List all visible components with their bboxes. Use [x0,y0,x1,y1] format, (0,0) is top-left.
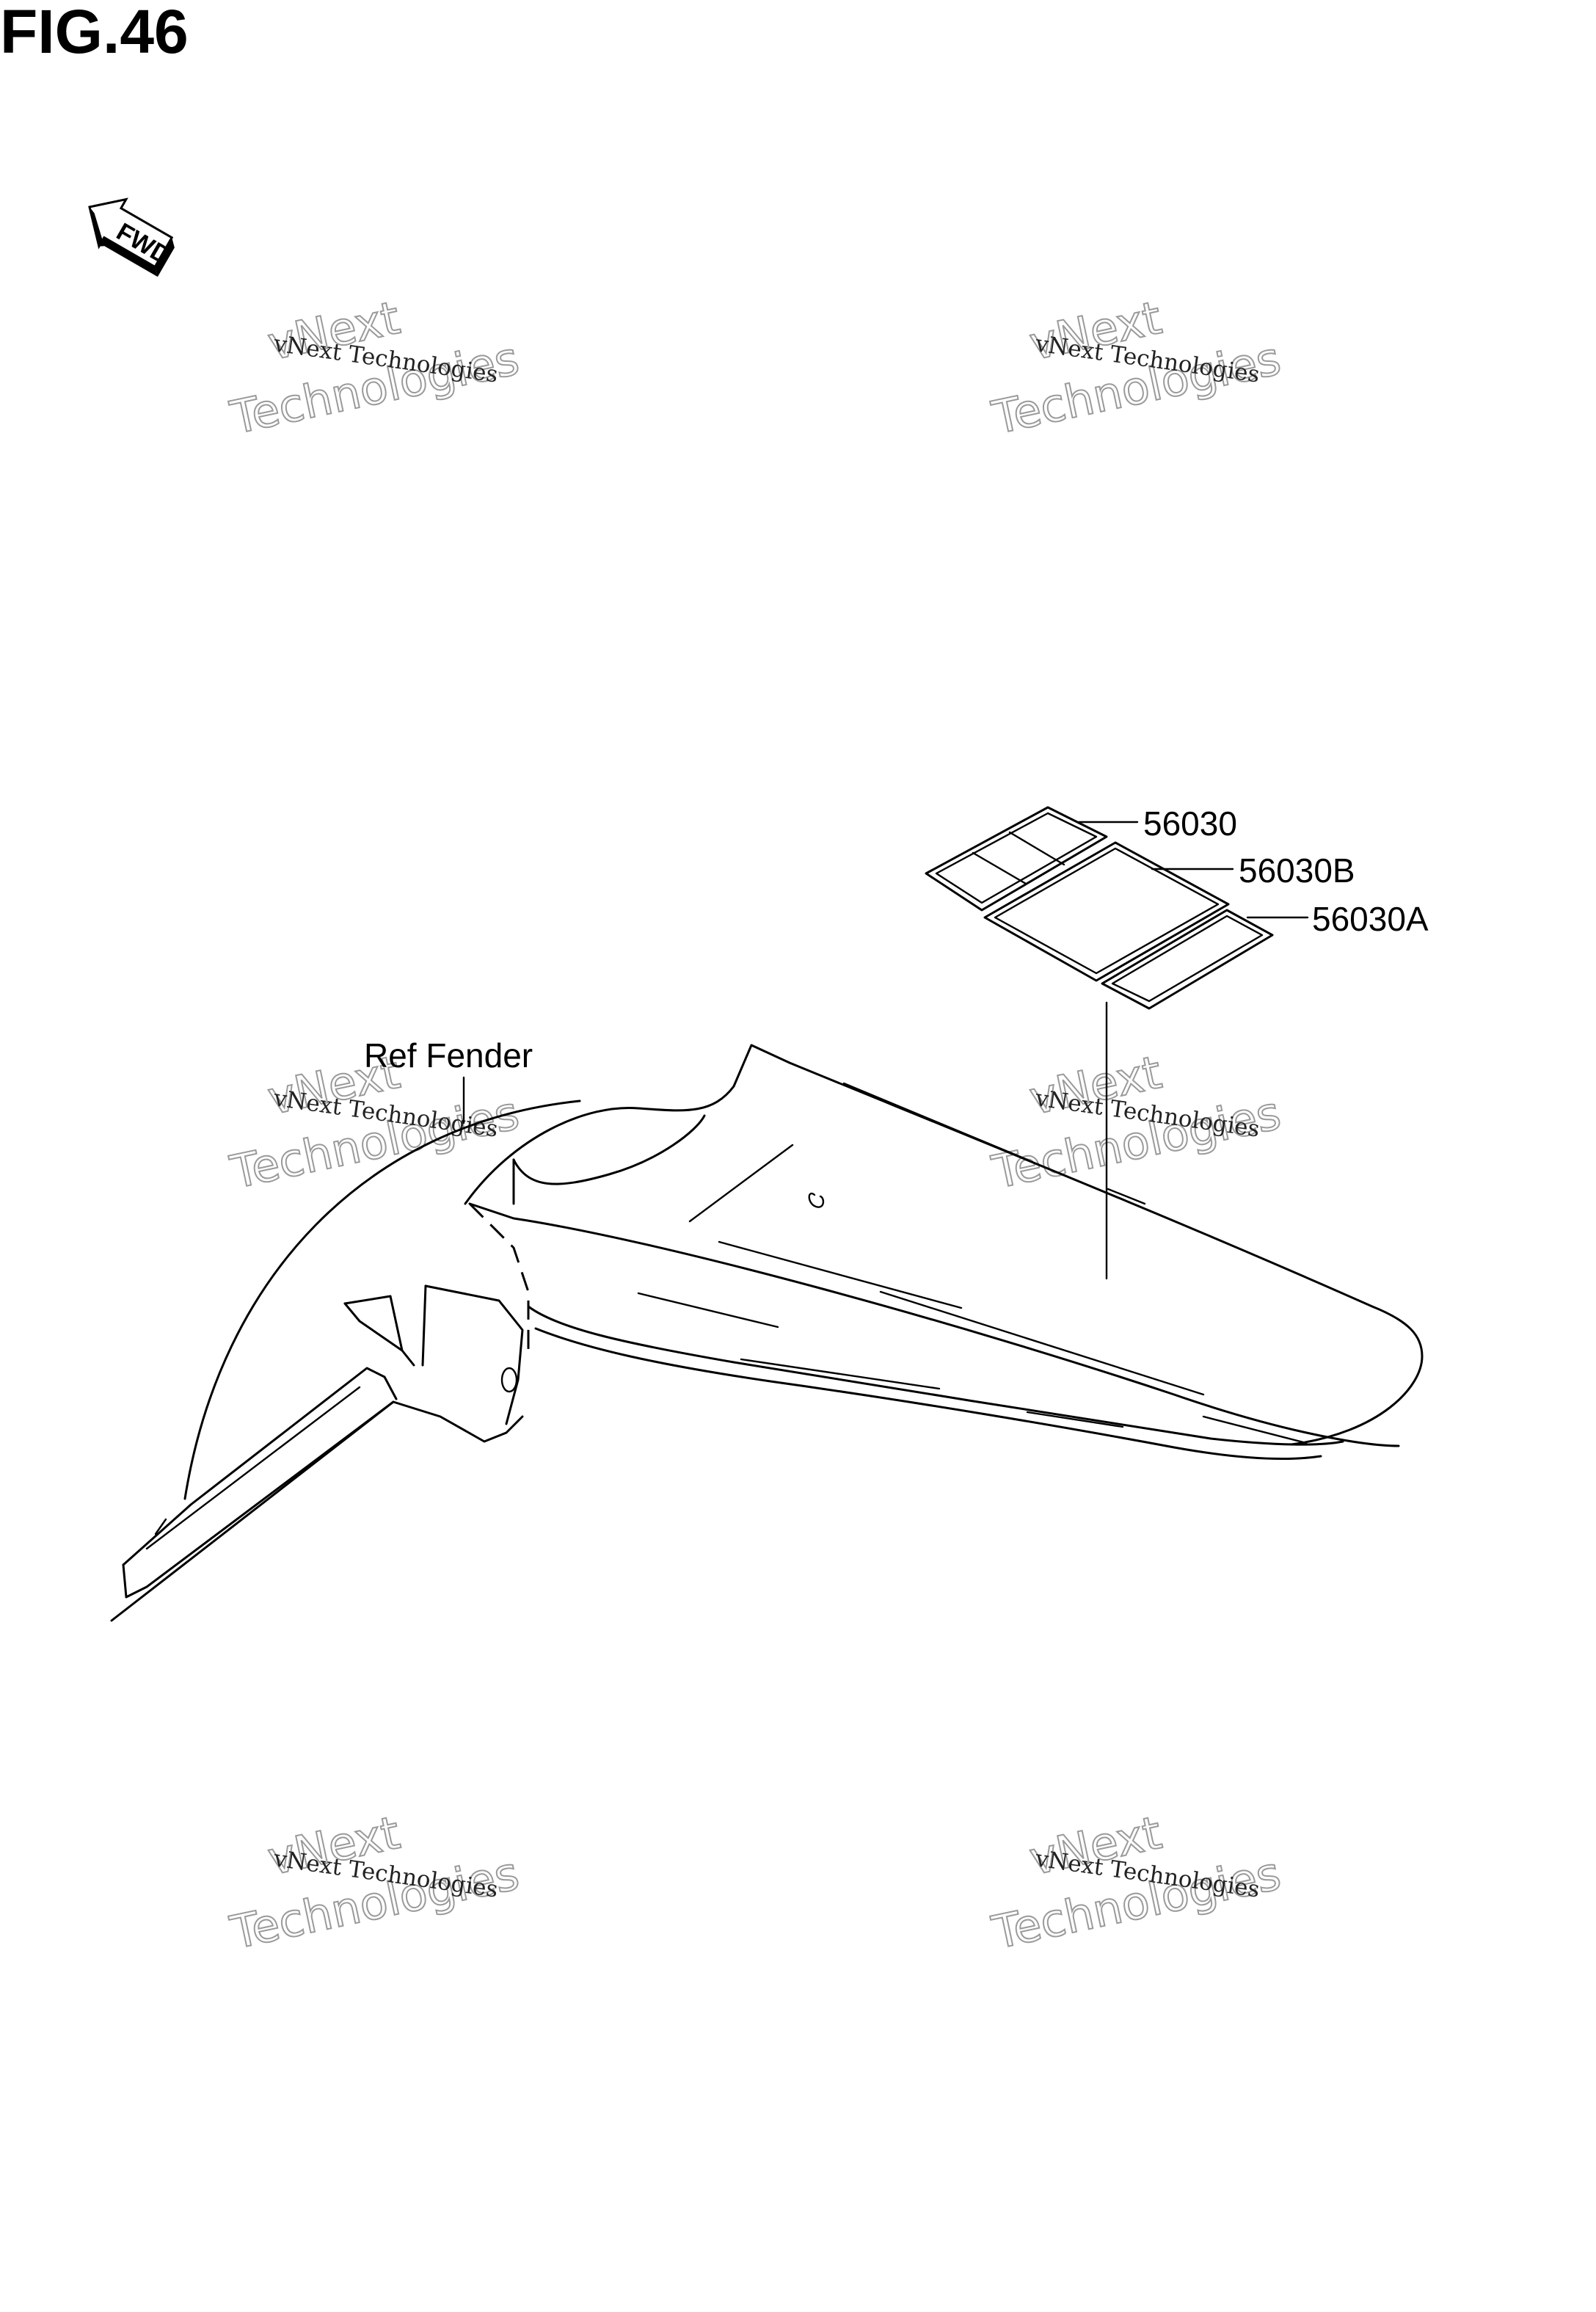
figure-title: FIG.46 [0,0,189,66]
label-56030A [1101,909,1274,1010]
label-56030B [983,841,1230,982]
callout-56030A: 56030A [1312,900,1429,938]
callout-56030B: 56030B [1239,851,1355,890]
label-56030 [925,806,1108,912]
callout-56030: 56030 [1143,804,1237,843]
callout-ref-fender: Ref Fender [364,1036,533,1075]
fwd-arrow-icon: FWD [88,197,175,277]
rear-fender [110,1044,1424,1622]
